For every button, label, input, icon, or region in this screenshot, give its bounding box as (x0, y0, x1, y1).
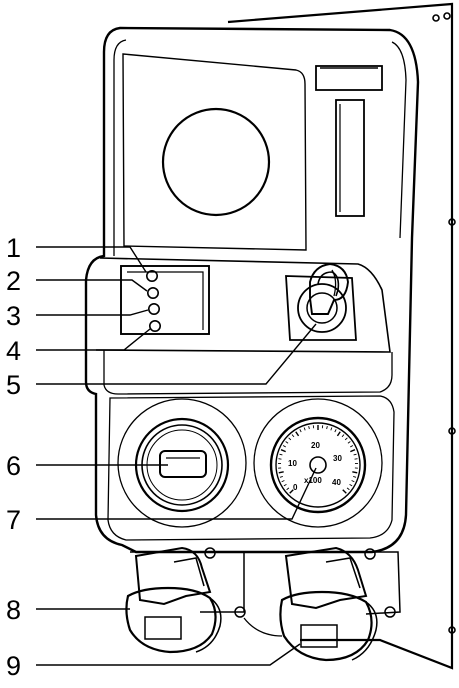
callout-2: 2 (6, 266, 21, 296)
gauge-tick (350, 450, 355, 452)
gauge-tick (289, 438, 291, 440)
leader-line-3 (36, 310, 148, 315)
key-icon[interactable] (310, 264, 348, 314)
leader-line-9 (36, 644, 300, 665)
gauge-tick (327, 426, 328, 429)
gauge-tick (347, 488, 349, 490)
rotary-switch-knob[interactable] (160, 451, 206, 477)
gauge-tick (354, 454, 357, 455)
gauge-tick (335, 429, 336, 432)
callout-6: 6 (6, 451, 21, 481)
label-plate (316, 66, 382, 90)
callout-1: 1 (6, 233, 21, 263)
gauge-tick-label-30: 30 (333, 454, 342, 463)
control-shelf (96, 258, 392, 394)
gauge-tick (280, 454, 283, 455)
leader-line-2 (36, 280, 147, 291)
gauge-tick-label-20: 20 (311, 441, 320, 450)
indicator-light-icon (149, 304, 159, 314)
leader-line-4 (36, 329, 150, 350)
gauge-unit-label: x100 (304, 476, 322, 485)
screw-icon (433, 15, 439, 21)
gauge-tick (345, 438, 347, 440)
leader-lines (36, 247, 316, 665)
indicator-window (121, 266, 209, 334)
gauge-tick (282, 480, 285, 481)
gauge-tick (342, 435, 344, 437)
callout-8: 8 (6, 595, 21, 625)
gauge-tick (286, 441, 288, 443)
gauge-tick (292, 435, 294, 437)
socket-cap-hinge (286, 548, 366, 608)
callout-5: 5 (6, 370, 21, 400)
hour-meter-gauge (271, 418, 365, 512)
upper-recess (123, 54, 382, 250)
socket-cap-hinge (136, 548, 210, 604)
gauge-tick-label-10: 10 (288, 459, 297, 468)
callout-3: 3 (6, 301, 21, 331)
leader-line-1 (36, 247, 146, 272)
socket-left (126, 548, 245, 652)
housing-back-wall (228, 4, 455, 668)
socket-label-plate (301, 625, 337, 647)
gauge-tick (296, 432, 299, 436)
gauge-tick (350, 445, 353, 446)
gauge-tick-label-40: 40 (332, 478, 341, 487)
gauge-tick (352, 472, 357, 473)
screw-icon (365, 549, 375, 559)
gauge-tick (331, 427, 332, 430)
callout-7: 7 (6, 505, 21, 535)
screw-icon (444, 13, 450, 19)
gauge-tick (348, 441, 350, 443)
gauge-tick (352, 480, 355, 481)
socket-cover-icon[interactable] (280, 592, 371, 660)
gauge-tick (283, 445, 286, 446)
gauge-hub (310, 457, 326, 473)
socket-label-plate (145, 617, 181, 639)
gauge-tick (350, 484, 353, 486)
gauge-tick (280, 476, 283, 477)
gauge-tick (287, 488, 289, 490)
leader-line-5 (36, 324, 316, 384)
key-switch-ring (298, 284, 346, 332)
indicator-light-icon (148, 288, 158, 298)
gauge-tick (309, 426, 310, 429)
callout-9: 9 (6, 651, 21, 681)
socket-right (244, 548, 400, 660)
gauge-tick (281, 450, 286, 452)
gauge-tick (343, 490, 347, 494)
round-port-icon (163, 109, 269, 215)
callout-4: 4 (6, 336, 21, 366)
gauge-tick (284, 484, 287, 486)
gauge-tick (337, 432, 340, 436)
gauge-tick (304, 427, 305, 430)
gauge-tick (300, 429, 301, 432)
callout-labels: 1 2 3 4 5 6 7 8 9 (6, 233, 21, 681)
gauge-tick (279, 472, 284, 473)
indicator-light-icon (150, 321, 160, 331)
gauge-tick (353, 476, 356, 477)
gauge-tick-label-0: 0 (293, 483, 298, 492)
